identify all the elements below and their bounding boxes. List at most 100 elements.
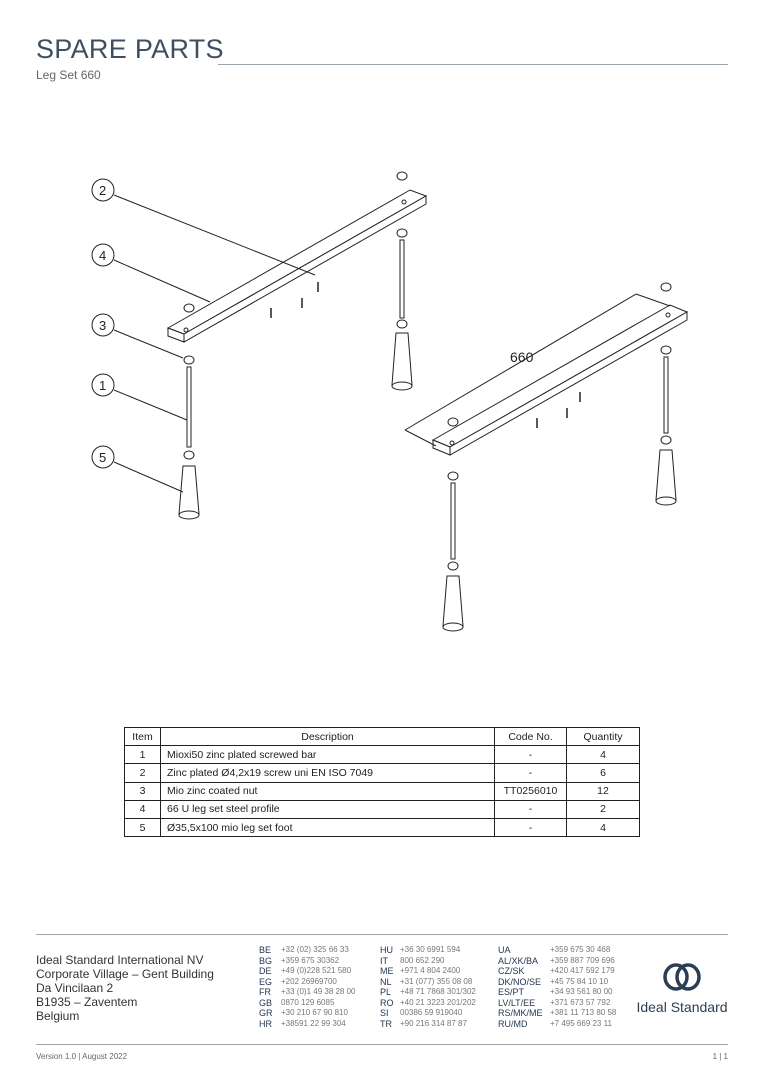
page-subtitle: Leg Set 660 [36, 68, 101, 82]
leg-feet [178, 332, 677, 632]
phone-number: +49 (0)228 521 580 [281, 966, 352, 975]
contact-row: ME+971 4 804 2400 [380, 966, 476, 977]
cell-code: - [494, 799, 567, 819]
contact-row: NL +31 (077) 355 08 08 [380, 977, 476, 988]
cell-code: - [494, 817, 567, 838]
company-address: Ideal Standard International NV Corporat… [36, 953, 214, 1023]
country-code: EG [259, 976, 273, 987]
nuts [183, 171, 672, 571]
cell-description: 66 U leg set steel profile [160, 799, 495, 819]
country-code: IT [380, 955, 388, 966]
contact-row: RS/MK/ME +381 11 713 80 58 [498, 1008, 616, 1019]
phone-number: +381 11 713 80 58 [550, 1008, 617, 1017]
cell-quantity: 6 [566, 763, 640, 783]
callout-4: 4 [99, 248, 106, 263]
contact-row: GB 0870 129 6085 [259, 998, 356, 1009]
contact-row: PL+48 71 7868 301/302 [380, 987, 476, 998]
version-info: Version 1.0 | August 2022 [36, 1052, 128, 1061]
footer-divider [36, 934, 728, 935]
callout-3: 3 [99, 318, 106, 333]
contact-row: GR+30 210 67 90 810 [259, 1008, 356, 1019]
country-code: RU/MD [498, 1018, 528, 1029]
cell-code: - [494, 763, 567, 783]
brand-name: Ideal Standard [636, 999, 728, 1015]
country-code: GB [259, 997, 273, 1008]
country-code: ES/PT [498, 987, 525, 997]
page-title: SPARE PARTS [36, 34, 224, 64]
contact-row: HU+36 30 6991 594 [380, 945, 476, 956]
dimension-label: 660 [510, 349, 534, 365]
contact-row: FR+33 (0)1 49 38 28 00 [259, 987, 356, 998]
country-code: BE [259, 945, 272, 955]
country-code: RO [380, 997, 394, 1008]
contact-row: BE+32 (02) 325 66 33 [259, 945, 356, 956]
contact-row: CZ/SK+420 417 592 179 [498, 966, 616, 977]
contact-row: HR +38591 22 99 304 [259, 1019, 356, 1030]
phone-number: +359 675 30 468 [550, 945, 611, 954]
country-code: RS/MK/ME [498, 1008, 543, 1018]
contact-row: TR +90 216 314 87 87 [380, 1019, 476, 1030]
address-line: Belgium [36, 1009, 80, 1023]
cell-code: - [494, 745, 567, 765]
contact-row: RU/MD +7 495 669 23 11 [498, 1019, 616, 1030]
contact-row: DE+49 (0)228 521 580 [259, 966, 356, 977]
phone-number: +38591 22 99 304 [281, 1018, 346, 1028]
country-code: GR [259, 1008, 273, 1018]
country-code: ME [380, 966, 394, 976]
country-code: TR [380, 1018, 392, 1029]
country-code: NL [380, 976, 392, 987]
country-code: BG [259, 955, 273, 966]
phone-number: 0870 129 6085 [281, 997, 335, 1007]
callout-1: 1 [99, 378, 106, 393]
callout-5: 5 [99, 450, 106, 465]
country-code: AL/XK/BA [498, 955, 539, 966]
cell-item: 4 [124, 799, 161, 819]
phone-number: +202 26969700 [281, 976, 337, 986]
cell-description: Zinc plated Ø4,2x19 screw uni EN ISO 704… [160, 763, 495, 783]
callout-2: 2 [99, 183, 106, 198]
steel-profile-right [431, 304, 689, 456]
address-line: Ideal Standard International NV [36, 953, 204, 967]
contact-row: AL/XK/BA+359 887 709 696 [498, 956, 616, 967]
cell-item: 5 [124, 817, 161, 838]
country-code: CZ/SK [498, 966, 525, 976]
cell-item: 2 [124, 763, 161, 783]
col-quantity: Quantity [566, 726, 640, 747]
phone-number: +34 93 561 80 00 [550, 987, 613, 996]
country-code: SI [380, 1008, 389, 1018]
dimension-line [404, 293, 671, 447]
page-number: 1 | 1 [712, 1052, 728, 1061]
phone-number: +371 673 57 792 [550, 997, 611, 1007]
address-line: Corporate Village – Gent Building [36, 967, 214, 981]
phone-number: +7 495 669 23 11 [550, 1018, 612, 1028]
cell-description: Mio zinc coated nut [160, 781, 495, 801]
col-code: Code No. [494, 726, 567, 747]
ideal-standard-logo-icon [663, 963, 701, 991]
phone-number: +48 71 7868 301/302 [400, 987, 476, 996]
contact-row: UA +359 675 30 468 [498, 945, 616, 956]
screwed-bars [186, 239, 669, 560]
phone-number: +31 (077) 355 08 08 [400, 976, 473, 986]
country-code: HR [259, 1018, 272, 1029]
country-code: LV/LT/EE [498, 997, 536, 1008]
address-line: Da Vincilaan 2 [36, 981, 114, 995]
col-description: Description [160, 726, 495, 747]
contact-row: DK/NO/SE+45 75 84 10 10 [498, 977, 616, 988]
screws [270, 282, 581, 428]
col-item: Item [124, 726, 161, 747]
contact-row: RO+40 21 3223 201/202 [380, 998, 476, 1009]
country-code: UA [498, 945, 511, 955]
header-divider [218, 64, 728, 65]
country-code: DK/NO/SE [498, 976, 542, 987]
country-code: HU [380, 945, 393, 955]
cell-quantity: 12 [566, 781, 640, 801]
steel-profile-left [166, 189, 428, 343]
phone-number: 800 652 290 [400, 955, 445, 965]
cell-description: Mioxi50 zinc plated screwed bar [160, 745, 495, 765]
phone-number: +90 216 314 87 87 [400, 1018, 467, 1028]
